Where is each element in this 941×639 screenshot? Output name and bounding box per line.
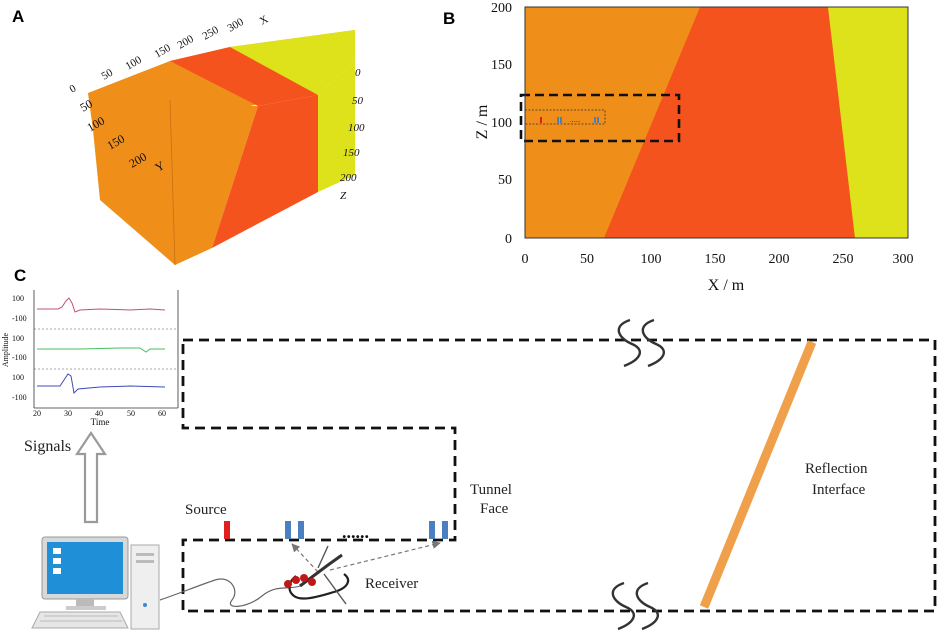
a-z-tick: 150 [343, 147, 360, 159]
b-x-tick: 50 [580, 252, 594, 267]
b-x-tick: 250 [833, 252, 854, 267]
receiver-label: Receiver [365, 576, 418, 592]
break-icon [611, 581, 660, 631]
signal-x-tick: 20 [33, 409, 41, 418]
b-y-tick: 150 [491, 58, 512, 73]
receiver-marker [597, 117, 599, 123]
source-marker [540, 117, 542, 123]
block-top-zone [170, 47, 318, 106]
receiver-marker [560, 117, 562, 123]
signal-y-tick: -100 [12, 393, 27, 402]
receiver-marker [557, 117, 559, 123]
b-x-tick: 150 [705, 252, 726, 267]
b-y-tick: 200 [491, 1, 512, 16]
signal-y-tick: 100 [12, 373, 24, 382]
signal-y-tick: 100 [12, 294, 24, 303]
b-y-tick: 0 [505, 232, 512, 247]
receiver-ellipsis: ...... [342, 522, 369, 542]
section-plot: ...... [519, 6, 909, 239]
panel-b-label: B [443, 9, 455, 28]
signal-x-axis-label: Time [91, 417, 110, 427]
panel-b: B ...... 200 150 100 50 0 Z / m [443, 1, 914, 294]
tunnel-zoom-box [519, 93, 681, 143]
b-y-axis: 200 150 100 50 0 Z / m [474, 1, 526, 247]
tunnel-face-label-line1: Tunnel [470, 482, 512, 498]
model-block-3d [88, 30, 355, 266]
block-front-host [170, 100, 258, 265]
hollow-up-arrow-icon [74, 431, 108, 524]
a-z-tick: 200 [340, 172, 357, 184]
panel-c: C 100 -100 100 -100 100 -100 Amplitude 2… [1, 266, 937, 631]
tunnel-outline [524, 109, 606, 125]
receiver-marker [285, 521, 291, 539]
signal-x-tick: 60 [158, 409, 166, 418]
receiver-marker [594, 117, 596, 123]
b-x-tick: 200 [769, 252, 790, 267]
link-arrow [329, 540, 441, 571]
b-x-axis: 0 50 100 150 200 250 300 X / m [522, 237, 914, 294]
signal-trace-1 [37, 297, 166, 313]
signal-trace-3 [37, 373, 166, 395]
a-x-tick: 100 [124, 54, 145, 73]
signal-x-tick: 30 [64, 409, 72, 418]
receiver-marker [442, 521, 448, 539]
signal-y-tick: 100 [12, 334, 24, 343]
a-z-tick: 100 [348, 122, 365, 134]
section-fault-zone [604, 7, 855, 238]
receiver-dots: ...... [570, 116, 581, 124]
signal-y-tick: -100 [12, 353, 27, 362]
signals-label: Signals [24, 438, 71, 455]
panel-c-label: C [14, 266, 26, 285]
a-z-tick: 50 [352, 95, 364, 107]
signal-y-tick: -100 [12, 314, 27, 323]
a-x-tick: 200 [176, 33, 197, 52]
b-y-tick: 100 [491, 116, 512, 131]
panel-a-z-ticks: 0 50 100 150 200 Z [340, 67, 365, 202]
a-x-tick: 50 [100, 66, 116, 82]
break-icon [617, 318, 666, 368]
b-y-tick: 50 [498, 173, 512, 188]
panel-a: A 0 50 100 150 200 250 300 X 50 100 [12, 7, 365, 266]
a-x-tick: 250 [201, 24, 222, 43]
link-arrow [291, 543, 319, 573]
reflection-label-line1: Reflection [805, 461, 868, 477]
source-label: Source [185, 502, 227, 518]
tunnel-geometry [181, 338, 937, 613]
panel-a-label: A [12, 7, 24, 26]
a-z-tick: 0 [355, 67, 361, 79]
signal-x-tick: 50 [127, 409, 135, 418]
source-marker [224, 521, 230, 539]
a-x-tick: 0 [68, 82, 79, 95]
a-x-tick: 300 [226, 16, 247, 35]
b-x-axis-label: X / m [708, 277, 745, 294]
b-x-tick: 300 [893, 252, 914, 267]
receiver-marker [429, 521, 435, 539]
reflection-label-line2: Interface [812, 482, 866, 498]
computer-icon [31, 536, 160, 630]
seismograph-icon [159, 545, 350, 607]
a-x-axis-label: X [258, 13, 271, 27]
block-top-rock [230, 30, 355, 95]
b-y-axis-label: Z / m [474, 104, 491, 139]
a-x-tick: 150 [153, 42, 174, 61]
reflection-interface [699, 340, 817, 609]
signal-x-tick: 40 [95, 409, 103, 418]
signals-plot: 100 -100 100 -100 100 -100 Amplitude 20 … [1, 290, 179, 427]
b-x-tick: 100 [641, 252, 662, 267]
signals-arrow [74, 431, 108, 524]
block-front-zone [212, 95, 318, 248]
block-side [93, 100, 175, 265]
b-x-tick: 0 [522, 252, 529, 267]
section-hard-rock [828, 7, 908, 238]
tunnel-face-label-line2: Face [480, 501, 509, 517]
block-front-rock [318, 60, 355, 192]
receiver-marker [298, 521, 304, 539]
signal-y-axis-label: Amplitude [1, 332, 10, 367]
signal-trace-2 [37, 347, 165, 353]
a-z-axis-label: Z [340, 190, 347, 202]
